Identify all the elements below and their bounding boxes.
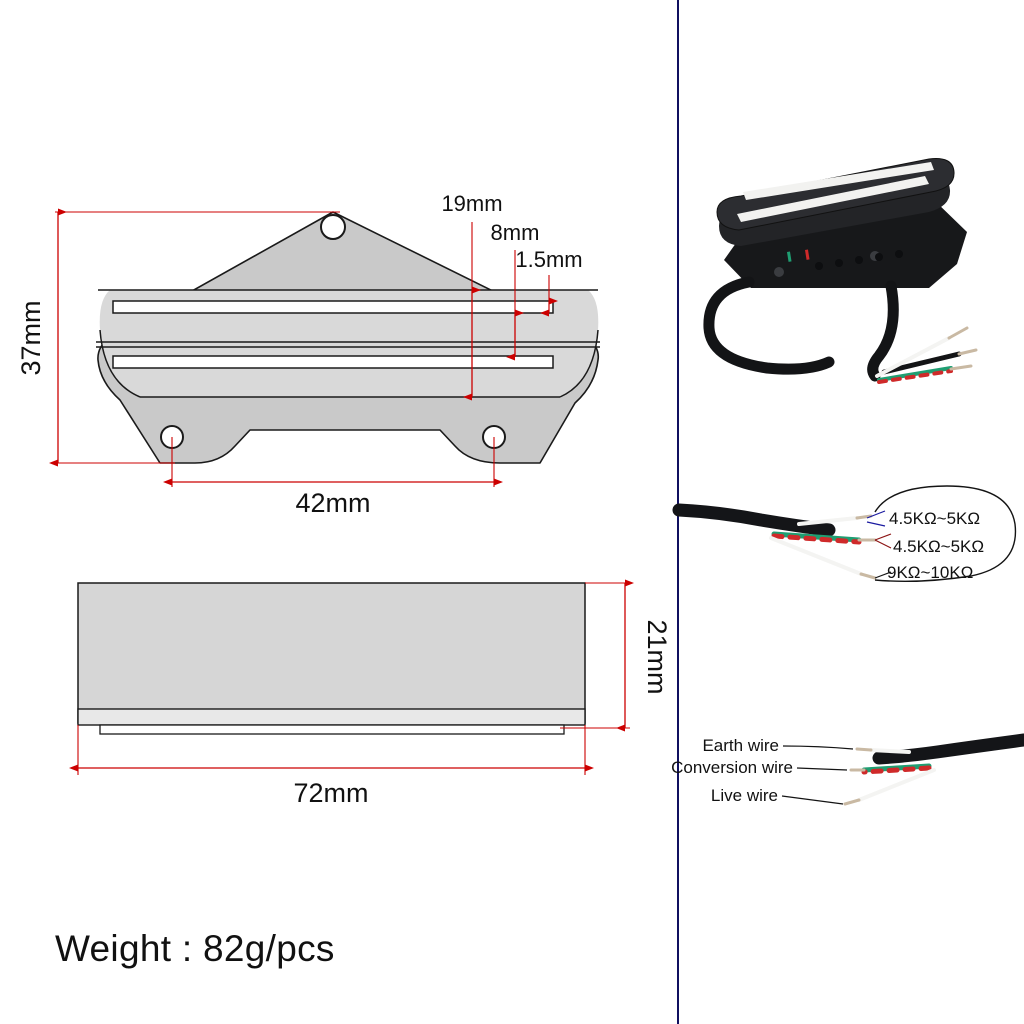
wire-name-photo — [843, 733, 1024, 806]
dimension-span-42mm: 42mm — [163, 437, 503, 518]
dimension-label-blade-width: 1.5mm — [515, 247, 582, 272]
dimension-depth-21mm: 21mm — [560, 579, 672, 732]
dimension-label-span: 42mm — [295, 488, 370, 518]
pickup-photo — [703, 158, 978, 384]
product-photo-panel: 4.5KΩ~5KΩ 4.5KΩ~5KΩ 9KΩ~10KΩ — [671, 0, 1024, 1024]
pickup-photo-graphic — [703, 158, 978, 384]
blade-strip-upper — [743, 162, 934, 200]
blade-slot-upper — [112, 300, 554, 314]
wire-label-live: Live wire — [711, 786, 778, 805]
pickup-cable-loop — [703, 276, 835, 375]
side-view-svg: 21mm 72mm — [69, 579, 672, 808]
technical-drawing-panel: 37mm 42mm 19mm 8mm — [16, 191, 672, 969]
side-view-body — [77, 582, 586, 735]
front-view-svg: 37mm 42mm 19mm 8mm — [16, 191, 600, 518]
dimension-label-blade-gap: 8mm — [491, 220, 540, 245]
blade-slot-lower — [112, 355, 554, 369]
resistance-value-3: 9KΩ~10KΩ — [887, 563, 973, 582]
pickup-cable-lead — [867, 280, 899, 382]
wire-label-earth: Earth wire — [702, 736, 779, 755]
dimension-height-37mm: 37mm — [16, 208, 340, 467]
dimension-label-length: 72mm — [293, 778, 368, 808]
dimension-blade-span-19mm: 19mm — [441, 191, 503, 401]
blade-strip-lower — [737, 176, 929, 222]
side-base-strip — [77, 708, 586, 726]
resistance-wire-photo — [672, 503, 877, 580]
resistance-callout: 4.5KΩ~5KΩ 4.5KΩ~5KΩ 9KΩ~10KΩ — [672, 485, 1017, 583]
weight-label: Weight : 82g/pcs — [55, 928, 335, 969]
mounting-hole-top — [320, 214, 346, 240]
dimension-label-height: 37mm — [16, 300, 46, 375]
side-bottom-lip — [99, 724, 565, 735]
wire-label-conversion: Conversion wire — [671, 758, 793, 777]
dimension-blade-width-1_5mm: 1.5mm — [515, 247, 583, 317]
leader-earth — [782, 745, 854, 750]
leader-live — [781, 795, 844, 805]
dimension-label-depth: 21mm — [642, 619, 672, 694]
leader-conversion — [796, 767, 848, 771]
callout-balloon — [874, 485, 1017, 583]
resistance-value-1: 4.5KΩ~5KΩ — [889, 509, 980, 528]
dimension-blade-gap-8mm: 8mm — [491, 220, 540, 361]
pickup-baseplate — [724, 200, 967, 288]
wire-name-callout: Earth wire Conversion wire Live wire — [671, 733, 1024, 806]
resistance-value-2: 4.5KΩ~5KΩ — [893, 537, 984, 556]
dimension-label-blade-span: 19mm — [441, 191, 502, 216]
dimension-length-72mm: 72mm — [69, 725, 594, 808]
side-body-block — [77, 582, 586, 724]
